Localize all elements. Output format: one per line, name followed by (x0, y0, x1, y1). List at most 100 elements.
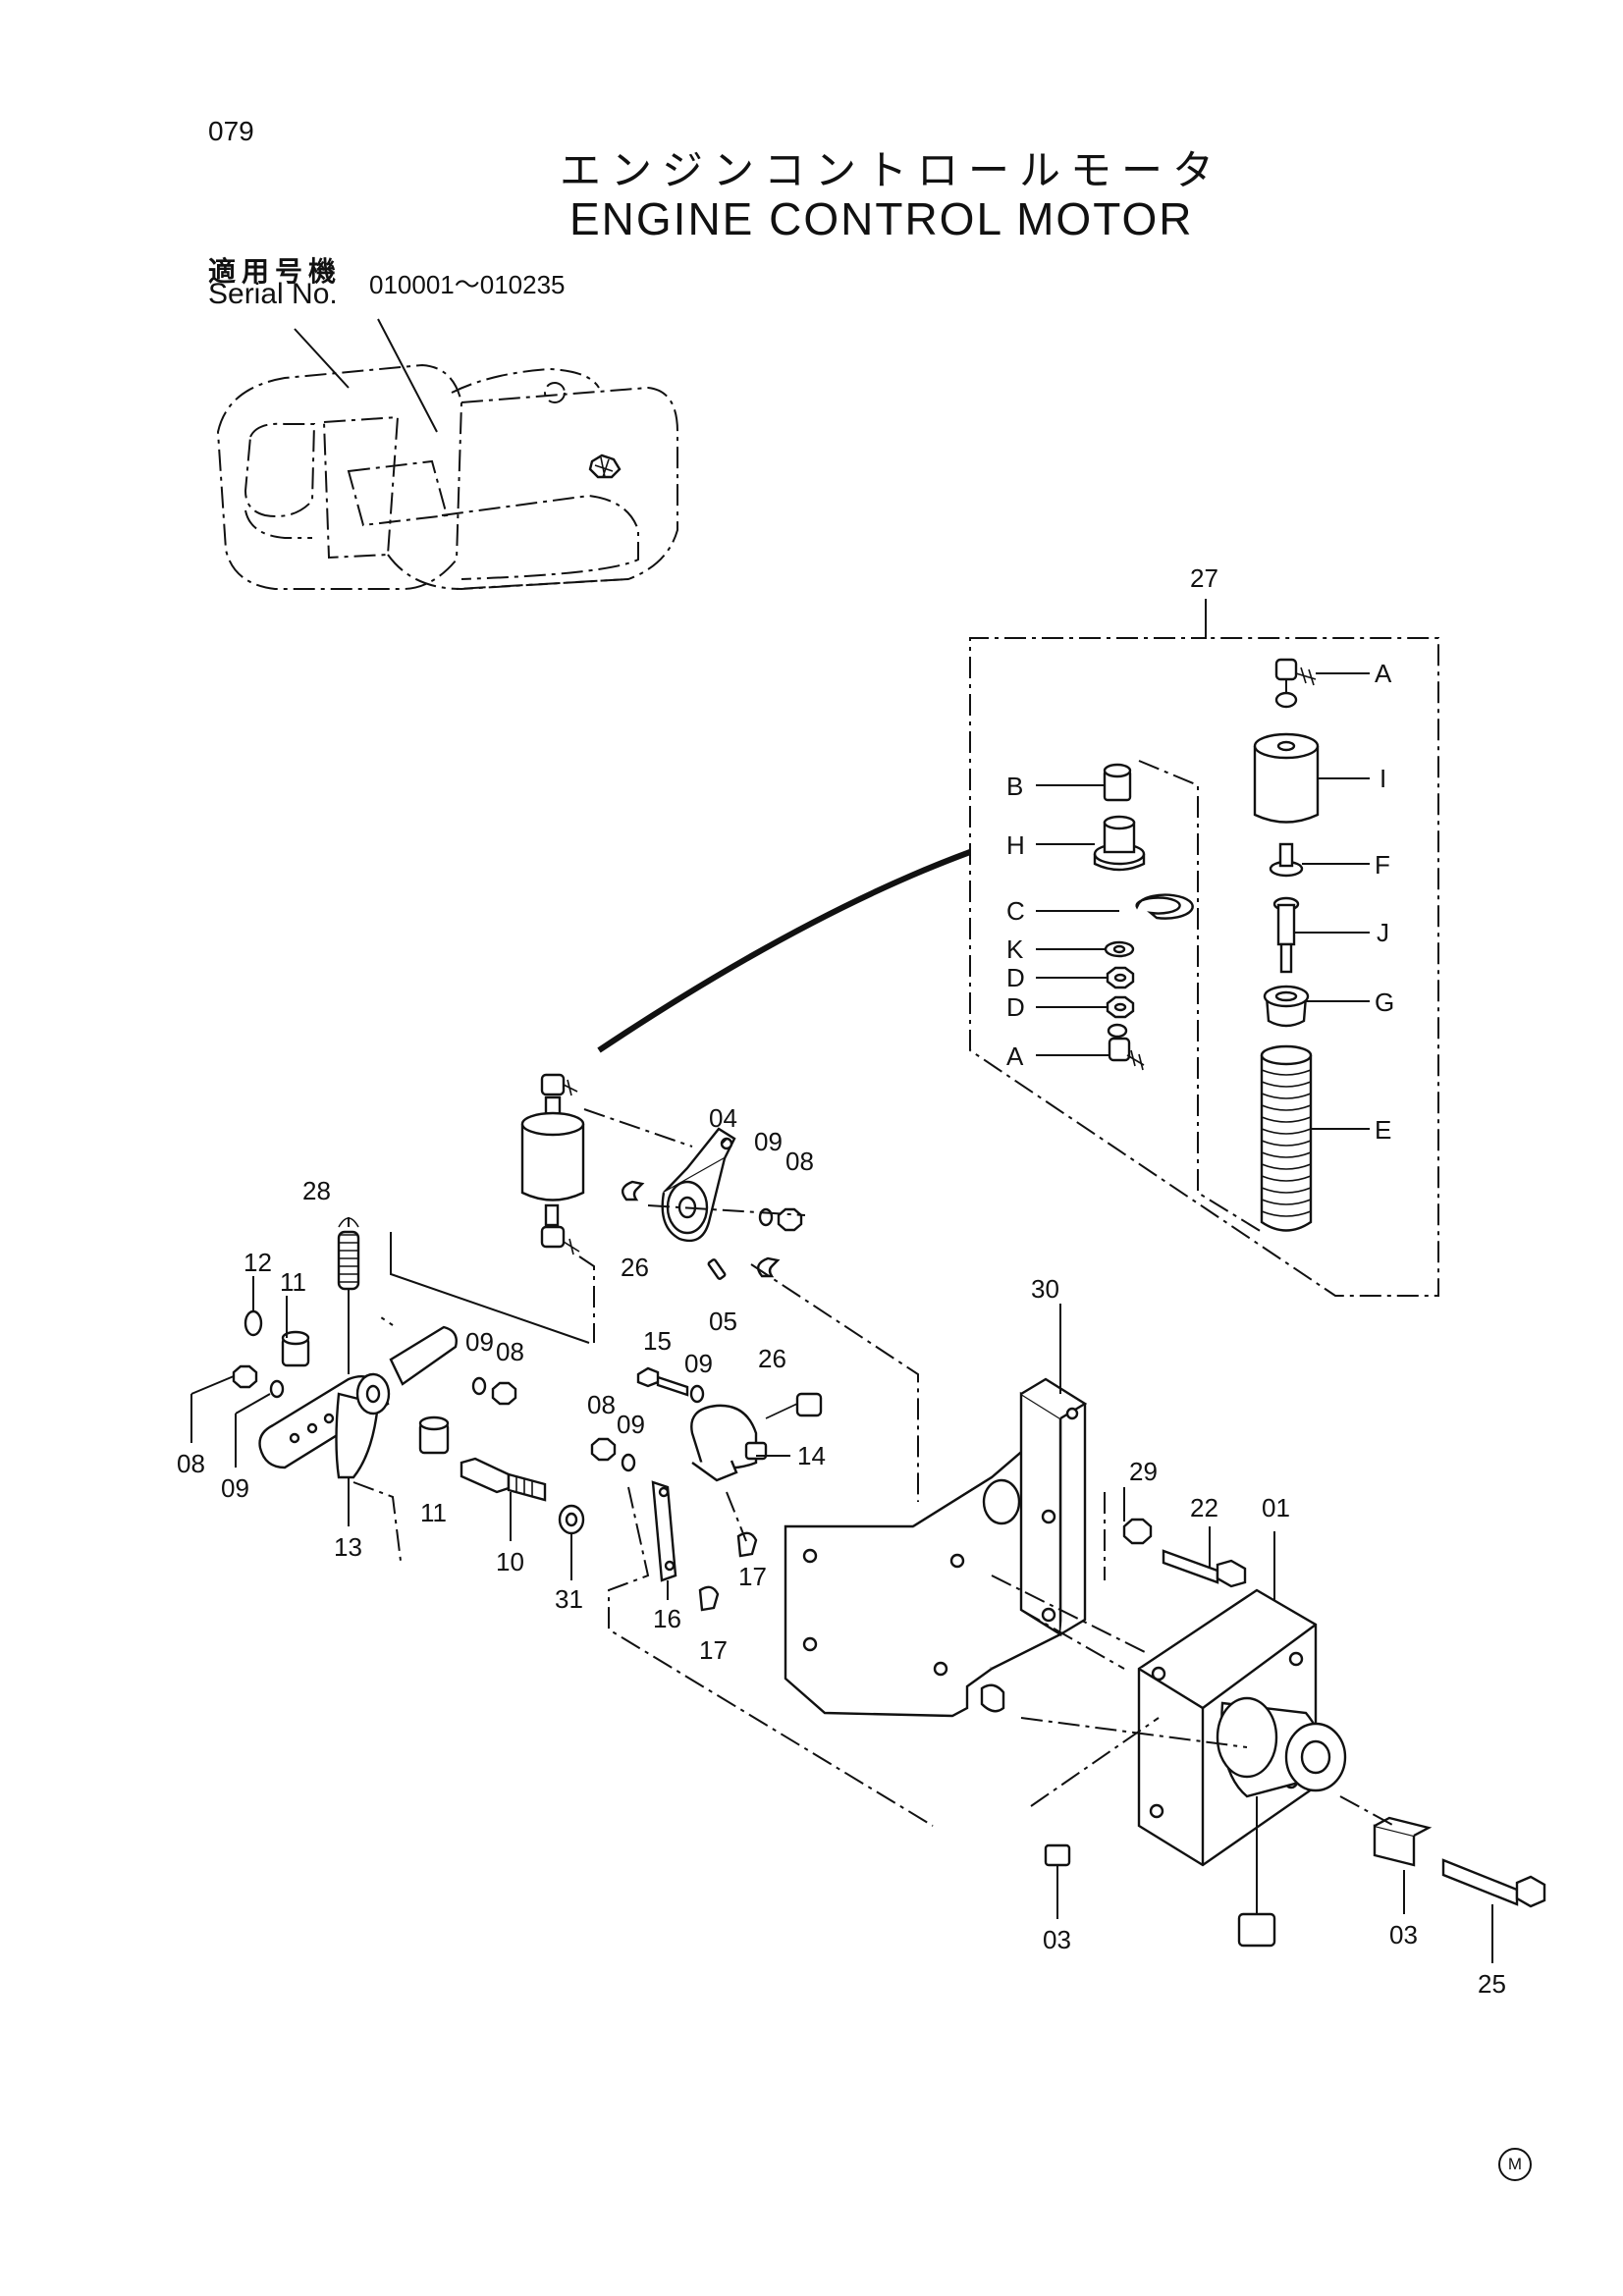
callout-08-upper: 08 (785, 1147, 814, 1176)
nut-08c (232, 1364, 258, 1389)
callout-31: 31 (555, 1584, 583, 1614)
kit-27-boundary (969, 631, 1439, 1297)
callout-D-1: D (1006, 963, 1025, 992)
trademark-circle-m: M (1498, 2148, 1532, 2181)
serial-label-japanese: 適用号機 (208, 255, 343, 288)
kit-bushing-h (1093, 815, 1146, 872)
callout-J: J (1377, 918, 1389, 947)
callout-28: 28 (302, 1176, 331, 1205)
callout-10: 10 (496, 1547, 524, 1576)
kit-cylinder-cap (1253, 732, 1320, 824)
clip-12 (243, 1309, 263, 1337)
callout-03-right: 03 (1389, 1920, 1418, 1949)
callout-04: 04 (709, 1103, 737, 1133)
callout-H: H (1006, 830, 1025, 860)
screw-17b (698, 1585, 720, 1612)
callout-A-upper: A (1375, 659, 1392, 688)
kit-rod-j (1272, 896, 1300, 974)
bushing-11a (281, 1330, 310, 1367)
kit-boot-e (1260, 1044, 1313, 1232)
excavator-overview-sketch (216, 318, 678, 591)
page-number: 079 (208, 116, 254, 146)
kit-leader-curve (597, 849, 972, 1053)
callout-03-left: 03 (1043, 1925, 1071, 1954)
washer-09d (689, 1384, 705, 1404)
callout-11-lower: 11 (420, 1498, 447, 1527)
screw-17a (736, 1531, 758, 1558)
nut-08a (777, 1207, 803, 1232)
callout-13: 13 (334, 1532, 362, 1562)
actuator-cylinder (520, 1073, 585, 1255)
washer-09b (471, 1376, 487, 1396)
callout-12: 12 (243, 1248, 272, 1277)
callout-29: 29 (1129, 1457, 1158, 1486)
kit-ball-joint-upper (1274, 658, 1317, 709)
kit-washer-k (1104, 940, 1135, 958)
callout-09-sensor: 09 (684, 1349, 713, 1378)
kit-screw-f (1269, 842, 1304, 878)
kit-nut-d2 (1106, 995, 1135, 1019)
callout-17-upper: 17 (738, 1562, 767, 1591)
callout-09-upper: 09 (754, 1127, 783, 1156)
callout-08-middle: 08 (496, 1337, 524, 1366)
bracket-16 (651, 1480, 677, 1582)
washer-09c (269, 1379, 285, 1399)
kit-bushing-g (1263, 985, 1310, 1028)
callout-B: B (1006, 772, 1023, 801)
kit-nut-d1 (1106, 966, 1135, 989)
callout-01: 01 (1262, 1493, 1290, 1522)
callout-08-sensor: 08 (587, 1390, 616, 1419)
washer-31 (558, 1504, 585, 1535)
callout-30: 30 (1031, 1274, 1059, 1304)
callout-K: K (1006, 934, 1024, 964)
callout-14: 14 (797, 1441, 826, 1470)
callout-09-left: 09 (221, 1473, 249, 1503)
nut-08d (590, 1437, 617, 1462)
callout-27: 27 (1190, 563, 1218, 593)
washer-09e (621, 1453, 636, 1472)
nut-08b (491, 1381, 517, 1406)
callout-17-lower: 17 (699, 1635, 728, 1665)
clip-03a (1044, 1843, 1071, 1883)
callout-22: 22 (1190, 1493, 1218, 1522)
clip-26a (621, 1180, 645, 1201)
callout-A-lower: A (1006, 1041, 1024, 1071)
bolt-25 (1441, 1858, 1546, 1908)
kit-collar-b (1103, 763, 1132, 802)
callout-25: 25 (1478, 1969, 1506, 1999)
callout-11-upper: 11 (280, 1267, 306, 1297)
callout-09-middle: 09 (465, 1327, 494, 1357)
mounting-bracket-30 (784, 1377, 1088, 1718)
callout-D-2: D (1006, 992, 1025, 1022)
callout-05: 05 (709, 1307, 737, 1336)
bushing-11b (418, 1415, 450, 1455)
clip-03b (1373, 1816, 1433, 1867)
callout-E: E (1375, 1115, 1391, 1145)
callout-C: C (1006, 896, 1025, 926)
bolt-15 (636, 1366, 689, 1397)
spring-28 (337, 1217, 360, 1374)
title-english: ENGINE CONTROL MOTOR (569, 193, 1194, 244)
serial-label-english: Serial No. (208, 278, 338, 310)
key-05 (707, 1258, 727, 1280)
callout-15: 15 (643, 1326, 672, 1356)
bolt-22 (1162, 1549, 1247, 1588)
clip-26b (756, 1256, 781, 1278)
callout-26-right: 26 (758, 1344, 786, 1373)
callout-26-left: 26 (621, 1253, 649, 1282)
stud-bolt-10 (460, 1457, 547, 1502)
serial-range: 010001～010235 (369, 270, 566, 299)
kit-snap-ring-c (1135, 893, 1194, 920)
callout-I: I (1380, 764, 1386, 793)
kit-ball-joint-lower (1107, 1023, 1145, 1071)
lever-assembly-13 (258, 1325, 458, 1479)
callout-16: 16 (653, 1604, 681, 1633)
callout-F: F (1375, 850, 1390, 880)
callout-G: G (1375, 988, 1394, 1017)
engine-control-motor-01 (1137, 1588, 1347, 1948)
title-japanese: エンジンコントロールモータ (560, 146, 1224, 194)
lever-04 (661, 1127, 736, 1243)
nut-29 (1122, 1518, 1153, 1545)
callout-09-sensor-lower: 09 (617, 1410, 645, 1439)
